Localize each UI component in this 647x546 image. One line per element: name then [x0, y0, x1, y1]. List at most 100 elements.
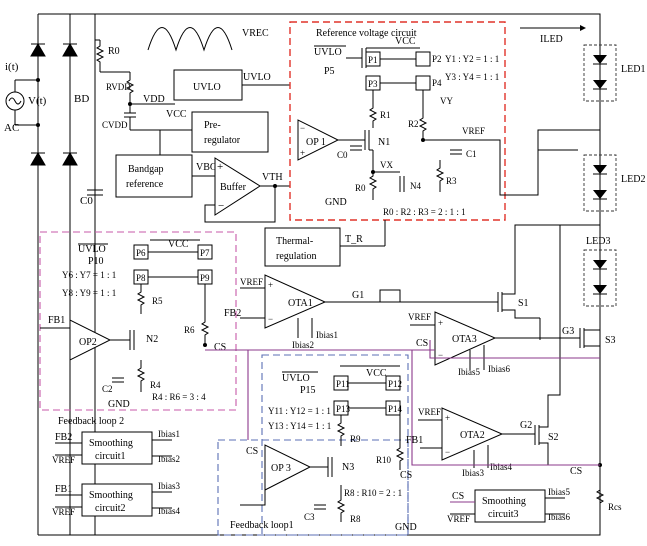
- iled-arrow: ILED: [520, 25, 586, 45]
- switches: S1 S3 S2 Rcs CS: [497, 224, 622, 515]
- smoothing-circuit-2: Smoothing circuit2 FB1 VREF Ibias3 Ibias…: [52, 481, 180, 517]
- sc2-fb1: FB1: [55, 484, 72, 495]
- sc3-label-2: circuit3: [488, 509, 519, 520]
- bandgap-label-2: reference: [126, 179, 164, 190]
- ref-op1-plus: +: [300, 148, 305, 158]
- prereg-label-1: Pre-: [204, 120, 221, 131]
- fl1-c3: C3: [304, 512, 315, 522]
- vrec-label: VREC: [242, 28, 269, 39]
- fl2-ratio-1: Y6 : Y7 = 1 : 1: [62, 270, 116, 280]
- ref-r2: R2: [408, 119, 419, 129]
- fl2-vcc: VCC: [168, 239, 189, 250]
- fl2-r4: R4: [150, 380, 161, 390]
- tr-label: T_R: [345, 234, 363, 245]
- rcs-label: Rcs: [608, 502, 622, 512]
- ota1-plus: +: [268, 280, 273, 290]
- ota3-ibias6: Ibias6: [488, 364, 510, 374]
- ota3-minus: −: [438, 350, 443, 360]
- ota3: OTA3 + − VREF CS Ibias5 Ibias6 G3: [408, 311, 580, 377]
- reference-circuit-box: [289, 21, 506, 221]
- fl2-cs: CS: [214, 342, 226, 353]
- vcc-label: VCC: [166, 109, 187, 120]
- ota1: OTA1 + − VREF G1 Ibias2 Ibias1: [240, 274, 498, 350]
- prereg-label-2: regulator: [204, 135, 241, 146]
- s2-label: S2: [548, 432, 559, 443]
- preregulator-block: Pre- regulator VCC: [159, 109, 269, 155]
- sc1-label-1: Smoothing: [89, 438, 133, 449]
- ota3-vref: VREF: [408, 312, 431, 322]
- ota1-label: OTA1: [288, 298, 313, 309]
- bandgap-block: Bandgap reference VBG: [115, 154, 217, 198]
- smoothing-circuit-1: Smoothing circuit1 FB2 VREF Ibias1 Ibias…: [52, 429, 180, 465]
- bridge-label: BD: [74, 93, 89, 105]
- sc2-label-1: Smoothing: [89, 490, 133, 501]
- fl2-label: Feedback loop 2: [58, 416, 124, 427]
- fl2-p10: P10: [88, 256, 104, 267]
- fl2-r6: R6: [184, 325, 195, 335]
- s3-label: S3: [605, 335, 616, 346]
- bridge-diodes: BD C0: [30, 43, 103, 207]
- misc-wires: [379, 129, 600, 340]
- buffer-plus: +: [217, 161, 223, 173]
- fl1-uvlo: UVLO: [282, 373, 310, 384]
- ota3-label: OTA3: [452, 334, 477, 345]
- ref-c0: C0: [337, 150, 348, 160]
- uvlo-block-label: UVLO: [193, 82, 221, 93]
- fl1-ratio-3: R8 : R10 = 2 : 1: [344, 488, 402, 498]
- fl2-p8: P8: [136, 273, 146, 283]
- led-strings: LED1 LED2 LED3: [583, 44, 645, 307]
- fl2-p7: P7: [200, 248, 210, 258]
- ref-ratio-2: Y3 : Y4 = 1 : 1: [445, 72, 499, 82]
- ota1-minus: −: [268, 314, 273, 324]
- feedback-loop-1-box-b: [261, 354, 409, 536]
- fl1-cs: CS: [400, 470, 412, 481]
- led1-label: LED1: [621, 64, 645, 75]
- fl2-fb1: FB1: [48, 315, 65, 326]
- ref-n1: N1: [378, 137, 390, 148]
- ref-vy: VY: [440, 96, 453, 106]
- sc1-ib2: Ibias2: [158, 454, 180, 464]
- fl2-fb2: FB2: [224, 308, 241, 319]
- ac-label: AC: [4, 122, 19, 134]
- iled-label: ILED: [540, 34, 563, 45]
- ref-uvlo: UVLO: [314, 47, 342, 58]
- fl1-ratio-2: Y13 : Y14 = 1 : 1: [268, 421, 331, 431]
- feedback-loop-1: UVLO P15 VCC P11 P13 P12 P14 Y11 : Y12 =…: [230, 365, 423, 533]
- fl2-c2: C2: [102, 384, 113, 394]
- fl2-n2: N2: [146, 334, 158, 345]
- fl1-p12: P12: [388, 379, 402, 389]
- ref-vcc: VCC: [395, 36, 416, 47]
- sc2-label-2: circuit2: [95, 503, 126, 514]
- ota2: OTA2 + − VREF G2 Ibias3 Ibias4: [418, 407, 535, 478]
- fl1-ratio-1: Y11 : Y12 = 1 : 1: [268, 406, 331, 416]
- current-label: i(t): [5, 61, 19, 73]
- feedback-loop-2: UVLO P10 VCC P6 P8 P7 P9 Y6 : Y7 = 1 : 1…: [40, 239, 241, 427]
- ota3-cs: CS: [416, 338, 428, 349]
- g2-label: G2: [520, 420, 532, 431]
- fl1-r8: R8: [350, 514, 361, 524]
- cs-right-label: CS: [570, 466, 582, 477]
- fl2-ratio-2: Y8 : Y9 = 1 : 1: [62, 288, 116, 298]
- sc3-cs: CS: [452, 491, 464, 502]
- fl1-p14: P14: [388, 404, 403, 414]
- fl1-op3: OP 3: [271, 463, 291, 474]
- ref-op1-minus: −: [300, 123, 305, 133]
- ref-gnd: GND: [325, 197, 347, 208]
- r0-label: R0: [108, 46, 120, 57]
- s1-label: S1: [518, 298, 529, 309]
- ota1-ibias1: Ibias1: [316, 330, 338, 340]
- fl2-ratio-3: R4 : R6 = 3 : 4: [152, 392, 206, 402]
- sc3-ib6: Ibias6: [548, 512, 570, 522]
- ota2-plus: +: [445, 413, 450, 423]
- ref-vref: VREF: [462, 126, 485, 136]
- ref-p2: P2: [432, 54, 442, 64]
- fl1-r10: R10: [376, 455, 392, 465]
- ota3-ibias5: Ibias5: [458, 367, 480, 377]
- cvdd-label: CVDD: [102, 120, 128, 130]
- ota2-ibias4: Ibias4: [490, 462, 512, 472]
- fl2-r5: R5: [152, 296, 163, 306]
- uvlo-out-label: UVLO: [243, 72, 271, 83]
- fl1-cs-in: CS: [246, 446, 258, 457]
- ref-p1: P1: [368, 55, 378, 65]
